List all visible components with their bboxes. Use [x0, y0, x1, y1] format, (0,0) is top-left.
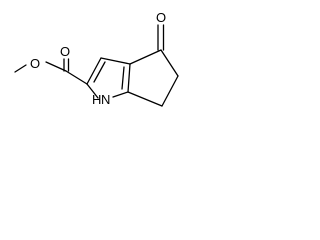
bond-ester-oxygen-to-carbonyl-carbon — [45, 61, 67, 72]
bond-c3a-c6a-inner-double — [121, 66, 125, 90]
bond-c2-c3-inner-double — [93, 61, 106, 83]
bond-c6-to-c6a — [127, 91, 163, 107]
bond-c2-to-c3 — [86, 57, 102, 85]
ring-nitrogen-label: N — [101, 92, 110, 107]
bond-nitrogen-to-c2 — [86, 83, 99, 99]
ester-ether-oxygen-label: O — [30, 56, 40, 71]
bond-c3-to-c3a — [100, 57, 131, 65]
bond-c6a-to-nitrogen — [112, 91, 129, 98]
chemical-structure-drawing: O O O N H — [14, 10, 179, 107]
ester-carbonyl-oxygen-label: O — [60, 44, 70, 59]
bond-c3a-to-c6a — [127, 63, 131, 93]
bond-methyl-to-ester-oxygen — [14, 64, 27, 73]
bond-c3a-to-c4 — [129, 49, 162, 65]
bond-c4-to-c5 — [160, 49, 179, 77]
bond-carbonyl-to-ring-c2 — [65, 70, 88, 85]
bond-c5-to-c6 — [161, 75, 179, 107]
nitrogen-hydrogen-label: H — [92, 92, 101, 107]
ketone-oxygen-label: O — [156, 10, 166, 25]
